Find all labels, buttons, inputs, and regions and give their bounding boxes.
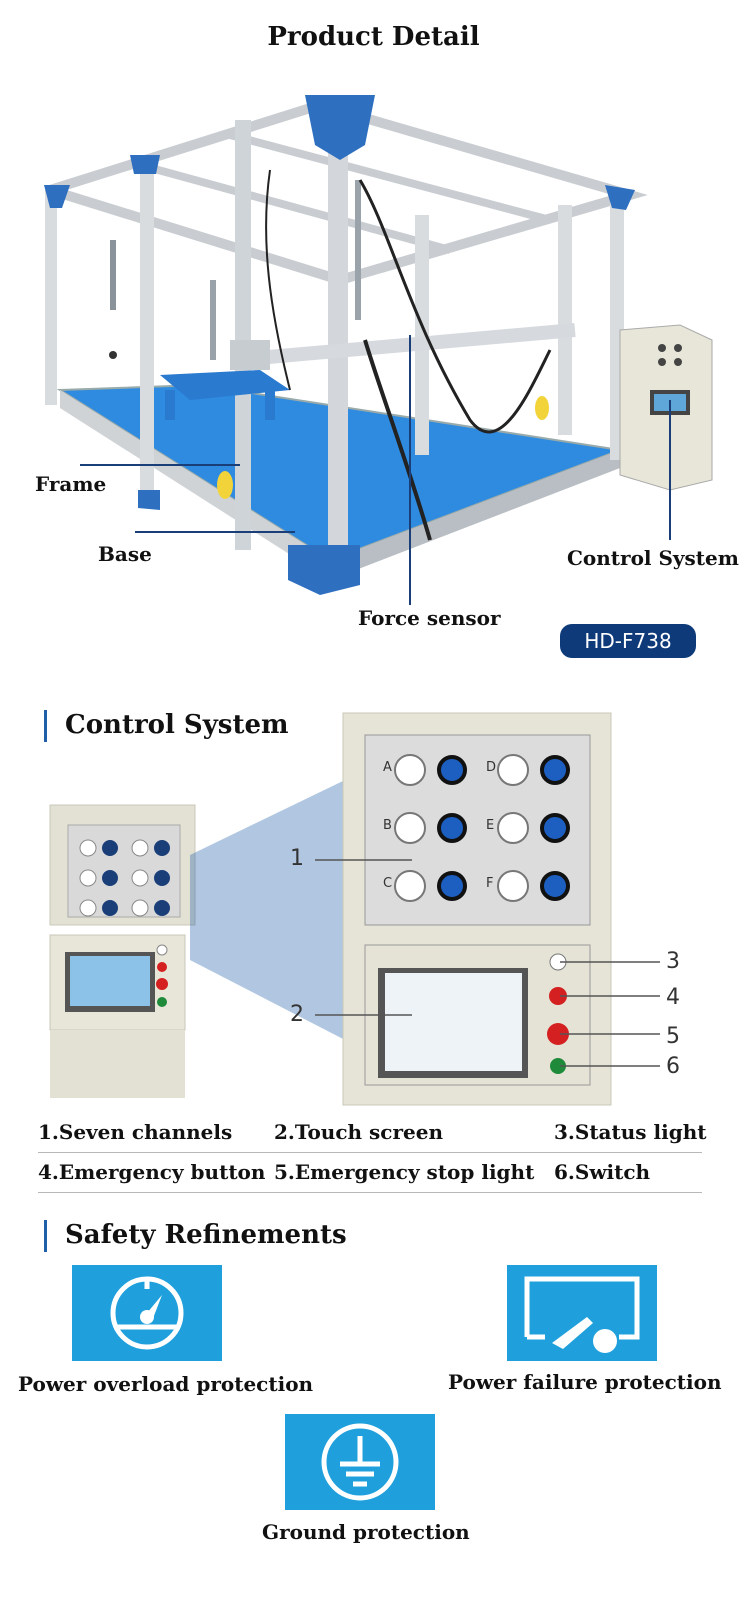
gauge-letter-f: F [486,876,494,891]
feature-list-row-1: 1.Seven channels 2.Touch screen 3.Status… [38,1112,707,1153]
product-detail-title: Product Detail [267,22,480,52]
power-overload-label: Power overload protection [18,1372,314,1396]
control-system-callout: Control System [567,546,739,570]
ground-protection-label: Ground protection [262,1520,470,1544]
panel-number-5: 5 [666,1024,680,1049]
gauge-letter-d: D [486,760,497,775]
panel-number-6: 6 [666,1054,680,1079]
model-badge: HD-F738 [560,624,696,658]
gauge-letter-a: A [383,760,392,775]
panel-number-4: 4 [666,985,680,1010]
safety-heading: Safety Refinements [44,1220,347,1252]
feature-status-light: 3.Status light [554,1120,707,1144]
gauge-letter-c: C [383,876,393,891]
feature-list-row-2: 4.Emergency button 5.Emergency stop ligh… [38,1152,702,1193]
feature-seven-channels: 1.Seven channels [38,1120,233,1144]
base-callout: Base [98,542,152,566]
force-sensor-callout: Force sensor [358,606,501,630]
panel-number-2: 2 [290,1002,304,1027]
gauge-letter-b: B [383,818,392,833]
power-failure-label: Power failure protection [448,1370,722,1394]
circuit-breaker-icon [507,1265,657,1361]
gauge-icon [72,1265,222,1361]
feature-emergency-stop-light: 5.Emergency stop light [274,1160,535,1184]
feature-touch-screen: 2.Touch screen [274,1120,443,1144]
gauge-letter-e: E [486,818,495,833]
panel-number-3: 3 [666,949,680,974]
control-system-heading: Control System [44,710,289,742]
feature-emergency-button: 4.Emergency button [38,1160,266,1184]
frame-callout: Frame [35,472,107,496]
control-panel-illustration [49,712,660,1106]
panel-number-1: 1 [290,846,304,871]
ground-icon [285,1414,435,1510]
feature-switch: 6.Switch [554,1160,651,1184]
machine-illustration [44,95,713,605]
